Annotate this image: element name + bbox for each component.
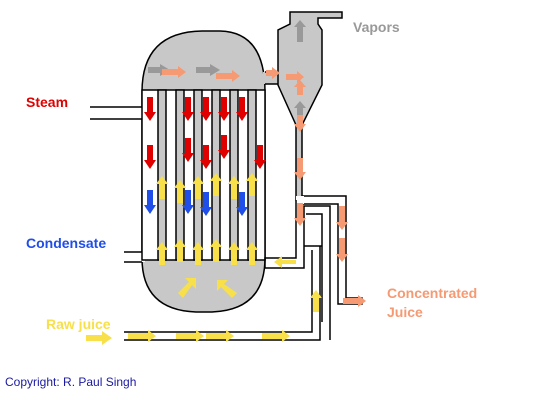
juice-rising-arrows <box>156 173 322 312</box>
copyright-text: Copyright: R. Paul Singh <box>5 375 137 389</box>
steam-flow-arrows <box>144 97 266 169</box>
concentrated-juice-pipe <box>301 195 363 305</box>
cyclone-separator <box>277 11 343 201</box>
concentrated-juice-arrows <box>162 66 366 307</box>
condensate-flow-arrows <box>144 190 248 216</box>
recirculation-leg-inner <box>306 213 323 322</box>
concentrated-juice-label: Concentrated Juice <box>387 284 477 322</box>
raw-juice-feed-pipe <box>124 246 321 341</box>
recirculation-leg <box>264 200 331 340</box>
raw-juice-arrows <box>86 330 290 345</box>
steam-inlet-pipe <box>90 107 145 119</box>
condensate-label: Condensate <box>26 235 107 251</box>
steam-label: Steam <box>26 94 69 110</box>
raw-juice-label: Raw juice <box>46 316 111 332</box>
concentrated-juice-label-line2: Juice <box>387 304 423 320</box>
concentrated-juice-label-line1: Concentrated <box>387 285 478 301</box>
condensate-outlet-pipe <box>124 252 145 262</box>
vapors-label: Vapors <box>353 19 400 35</box>
